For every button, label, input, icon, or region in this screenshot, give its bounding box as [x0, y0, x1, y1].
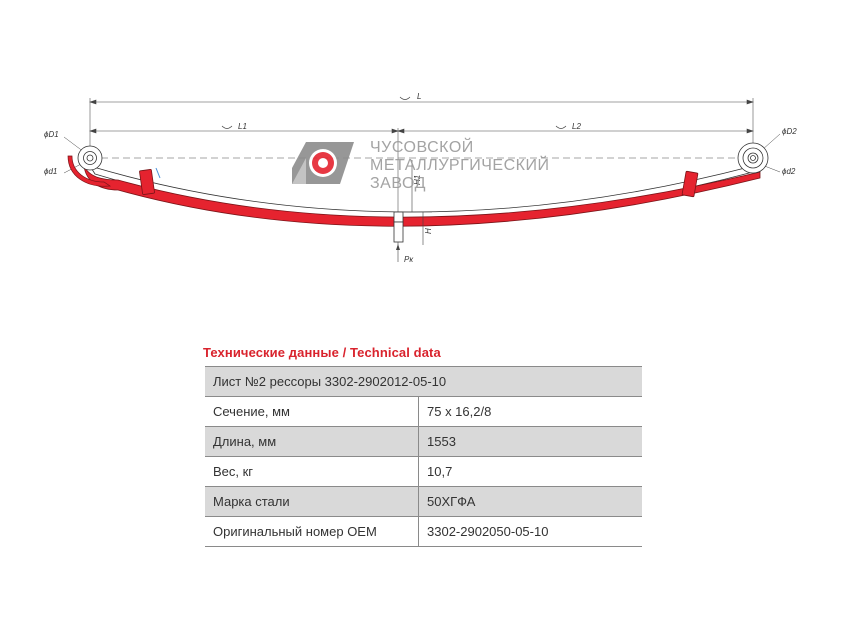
logo-line-1: ЧУСОВСКОЙ	[370, 137, 474, 156]
row-value: 50ХГФА	[418, 486, 642, 517]
dimension-L	[89, 99, 754, 105]
label-D2: ϕD2	[782, 127, 797, 136]
label-D1: ϕD1	[44, 130, 59, 139]
table-row: Оригинальный номер ОЕМ 3302-2902050-05-1…	[205, 516, 642, 547]
row-value: 75 х 16,2/8	[418, 396, 642, 427]
label-d2: ϕd2	[782, 167, 796, 176]
label-L2: L2	[572, 122, 581, 131]
dimension-L1	[89, 128, 399, 134]
row-label: Длина, мм	[205, 426, 419, 457]
label-L: L	[417, 92, 421, 101]
table-header: Лист №2 рессоры 3302-2902012-05-10	[205, 366, 642, 397]
row-label: Сечение, мм	[205, 396, 419, 427]
center-bolt	[393, 211, 404, 243]
logo-line-2: МЕТАЛЛУРГИЧЕСКИЙ	[370, 155, 549, 174]
row-label: Марка стали	[205, 486, 419, 517]
right-eye	[737, 142, 769, 174]
company-logo: ЧУСОВСКОЙ МЕТАЛЛУРГИЧЕСКИЙ ЗАВОД	[292, 137, 549, 192]
row-value: 3302-2902050-05-10	[418, 516, 642, 547]
row-label: Оригинальный номер ОЕМ	[205, 516, 419, 547]
label-H: H	[424, 228, 433, 234]
row-label: Вес, кг	[205, 456, 419, 487]
second-leaf	[83, 165, 761, 227]
logo-line-3: ЗАВОД	[370, 175, 426, 192]
table-header-row: Лист №2 рессоры 3302-2902012-05-10	[205, 366, 642, 397]
tech-data-table: Лист №2 рессоры 3302-2902012-05-10 Сечен…	[205, 366, 642, 547]
row-value: 10,7	[418, 456, 642, 487]
clamps	[139, 169, 699, 198]
label-d1: ϕd1	[44, 167, 57, 176]
table-row: Длина, мм 1553	[205, 426, 642, 457]
label-L1: L1	[238, 122, 247, 131]
table-row: Сечение, мм 75 х 16,2/8	[205, 396, 642, 427]
table-row: Вес, кг 10,7	[205, 456, 642, 487]
dimension-L2	[397, 128, 754, 134]
left-eye	[77, 145, 103, 171]
second-leaf-wrap	[67, 155, 112, 187]
spring-drawing: L L1 L2 ϕD1 ϕd1 ϕD2 ϕd2	[44, 92, 797, 264]
tech-data-title: Технические данные / Technical data	[203, 345, 441, 360]
row-value: 1553	[418, 426, 642, 457]
label-H1: H1	[413, 175, 422, 185]
table-row: Марка стали 50ХГФА	[205, 486, 642, 517]
label-Pk: Pк	[404, 255, 414, 264]
